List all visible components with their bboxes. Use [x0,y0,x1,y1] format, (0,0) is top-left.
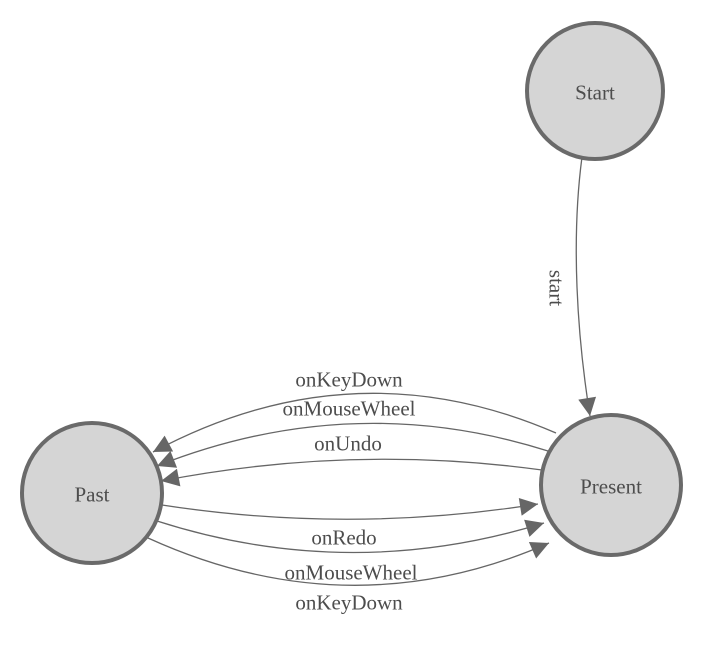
edge-group [147,156,597,586]
edge-start-to-present [575,156,597,417]
edge-label-onkeydown-bottom: onKeyDown [295,590,403,614]
edge-past-to-present-onmousewheel [156,519,545,554]
edge-present-to-past-onkeydown [152,392,557,453]
node-group: Start Present Past [20,21,683,565]
node-present-circle [539,413,683,557]
node-start: Start [525,21,665,161]
edge-label-onredo: onRedo [311,525,376,549]
edge-label-start: start [545,270,569,306]
edge-past-to-present-onredo [161,497,539,520]
edge-present-to-past-onmousewheel [156,422,549,468]
node-start-label: Start [575,80,615,104]
node-past-circle [20,421,164,565]
edge-label-onkeydown-top: onKeyDown [295,367,403,391]
edge-label-group: start onKeyDown onMouseWheel onUndo onRe… [283,270,569,614]
edge-label-onmousewheel-top: onMouseWheel [283,396,416,420]
edge-label-onundo: onUndo [314,431,382,455]
node-present-label: Present [580,474,642,498]
edge-past-to-present-onkeydown [147,537,550,586]
edge-label-onmousewheel-bottom: onMouseWheel [285,560,418,584]
node-present: Present [539,413,683,557]
node-start-circle [525,21,665,161]
node-past-label: Past [74,482,109,506]
node-past: Past [20,421,164,565]
edge-present-to-past-onundo [160,458,543,487]
